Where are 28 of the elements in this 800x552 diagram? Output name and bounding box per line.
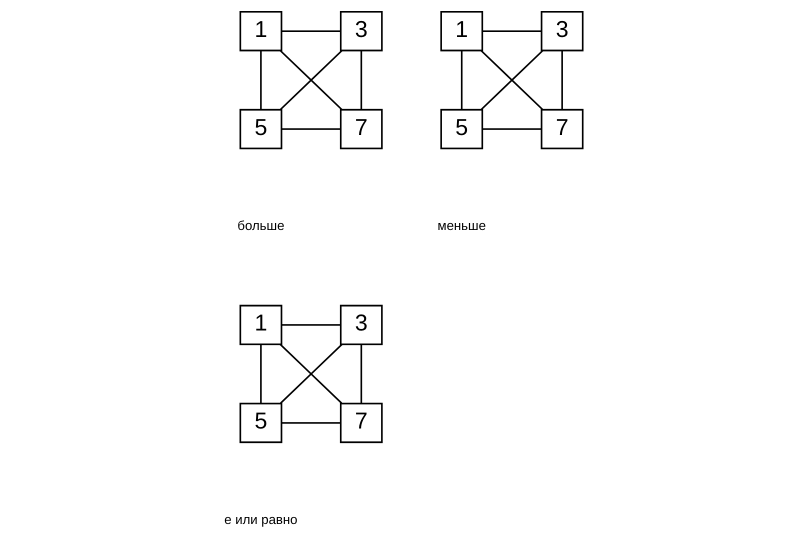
connector	[360, 344, 362, 404]
node-box: 5	[240, 402, 282, 444]
connector	[260, 50, 262, 110]
connector	[282, 30, 340, 32]
node-box: 1	[240, 304, 282, 346]
connector	[282, 324, 340, 326]
connector	[260, 344, 262, 404]
node-box: 3	[540, 11, 584, 52]
label: е или равно	[224, 512, 298, 527]
label: меньше	[438, 218, 486, 234]
node-box: 1	[240, 11, 282, 52]
node-box: 5	[240, 108, 282, 150]
node-box: 7	[340, 108, 383, 150]
connector	[460, 50, 463, 110]
connector	[561, 50, 563, 110]
connector	[482, 128, 542, 130]
node-box: 5	[440, 108, 484, 150]
node-box: 3	[340, 11, 383, 52]
node-box: 7	[540, 108, 584, 150]
node-box: 1	[440, 11, 484, 52]
connector	[360, 50, 362, 110]
node-box: 7	[340, 402, 383, 444]
connector	[282, 128, 340, 130]
connector	[480, 50, 544, 110]
connector	[482, 30, 542, 32]
node-box: 3	[340, 304, 383, 346]
label: больше	[237, 218, 284, 234]
connector	[282, 422, 340, 424]
